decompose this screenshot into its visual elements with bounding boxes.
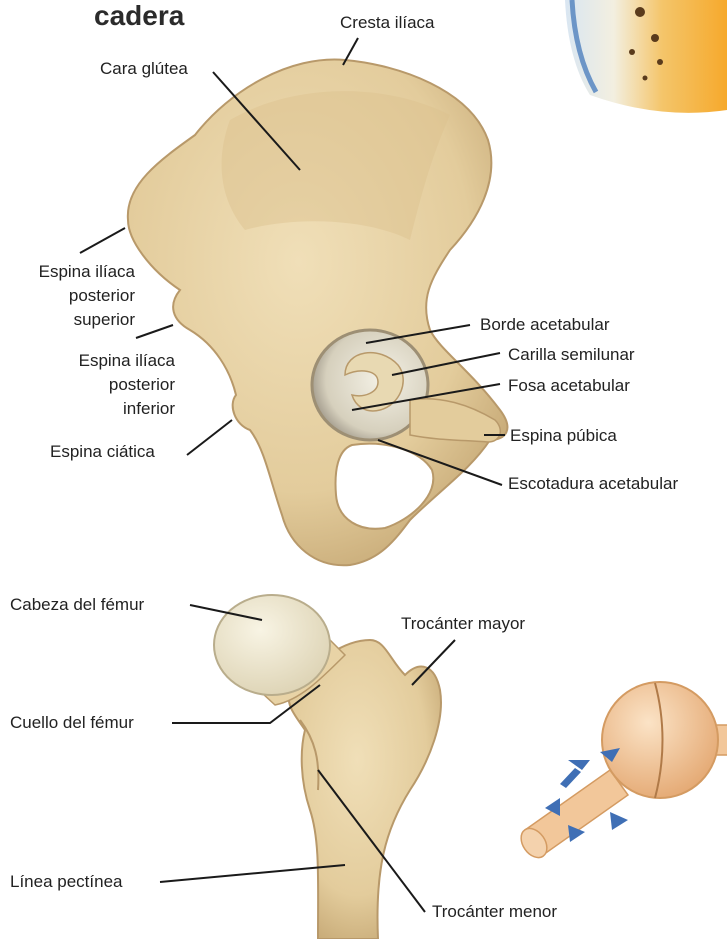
label-escotadura-acetabular: Escotadura acetabular xyxy=(508,472,678,496)
leader-espina-post-inf xyxy=(136,325,173,338)
label-espina-iliaca-posterior-inferior: Espina ilíaca posterior inferior xyxy=(40,349,175,421)
leader-espina-post-sup xyxy=(80,228,125,253)
label-cresta-iliaca: Cresta ilíaca xyxy=(340,11,434,35)
label-fosa-acetabular: Fosa acetabular xyxy=(508,374,630,398)
bone-inset-corner-image xyxy=(565,0,727,113)
label-borde-acetabular: Borde acetabular xyxy=(480,313,609,337)
ball-joint-icon xyxy=(516,682,727,862)
label-espina-ciatica: Espina ciática xyxy=(50,440,155,464)
label-cabeza-femur: Cabeza del fémur xyxy=(10,593,144,617)
label-carilla-semilunar: Carilla semilunar xyxy=(508,343,635,367)
label-trocanter-mayor: Trocánter mayor xyxy=(401,612,525,636)
label-espina-iliaca-posterior-superior: Espina ilíaca posterior superior xyxy=(10,260,135,332)
hip-bone xyxy=(128,60,508,566)
label-linea-pectinea: Línea pectínea xyxy=(10,870,122,894)
label-espina-pubica: Espina púbica xyxy=(510,424,617,448)
label-cuello-femur: Cuello del fémur xyxy=(10,711,134,735)
label-cara-glutea: Cara glútea xyxy=(100,57,188,81)
label-trocanter-menor: Trocánter menor xyxy=(432,900,557,924)
leader-espina-ciatica xyxy=(187,420,232,455)
